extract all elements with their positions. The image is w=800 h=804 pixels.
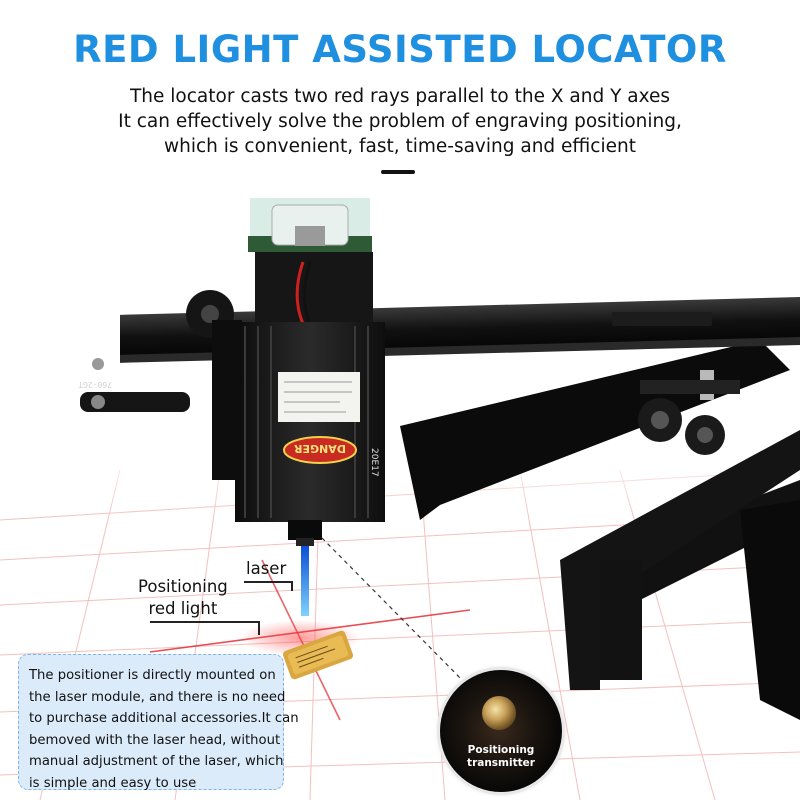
zoom-label: Positioning transmitter bbox=[440, 744, 562, 770]
info-box: The positioner is directly mounted on th… bbox=[18, 654, 299, 791]
svg-text:760-2GT: 760-2GT bbox=[78, 380, 112, 389]
laser-callout-tick bbox=[291, 581, 293, 591]
subtitle-line: The locator casts two red rays parallel … bbox=[130, 86, 670, 107]
zoom-inset: Positioning transmitter bbox=[440, 670, 562, 792]
zoom-label-line2: transmitter bbox=[467, 757, 535, 769]
workpiece bbox=[282, 630, 354, 680]
red-light-callout-line1: Positioning bbox=[138, 577, 228, 596]
info-line: to purchase additional accessories.It ca… bbox=[29, 711, 299, 726]
subtitle-line: It can effectively solve the problem of … bbox=[118, 111, 682, 132]
info-line: The positioner is directly mounted on bbox=[29, 668, 276, 683]
subtitle-line: which is convenient, fast, time-saving a… bbox=[164, 136, 636, 157]
frame-arms bbox=[400, 340, 800, 720]
subtitle: The locator casts two red rays parallel … bbox=[0, 84, 800, 159]
red-light-callout-line bbox=[150, 621, 260, 623]
page-title: RED LIGHT ASSISTED LOCATOR bbox=[73, 28, 727, 71]
zoom-label-line1: Positioning bbox=[467, 744, 535, 756]
red-light-callout-line2: red light bbox=[148, 599, 218, 618]
laser-module: DANGER 20E17 bbox=[212, 198, 385, 546]
divider bbox=[381, 170, 415, 174]
red-light-callout-tick bbox=[258, 621, 260, 635]
laser-beam bbox=[301, 546, 309, 616]
info-line: manual adjustment of the laser, which bbox=[29, 754, 284, 769]
carriage-wheels bbox=[638, 370, 740, 455]
laser-callout: laser bbox=[246, 559, 287, 578]
svg-text:20E17: 20E17 bbox=[369, 448, 379, 477]
transmitter-lens bbox=[482, 696, 516, 730]
info-line: the laser module, and there is no need bbox=[29, 689, 286, 705]
svg-text:DANGER: DANGER bbox=[294, 442, 346, 455]
info-line: bemoved with the laser head, without bbox=[29, 732, 281, 748]
laser-callout-line bbox=[244, 581, 292, 583]
info-line: is simple and easy to use bbox=[29, 775, 197, 791]
red-light-callout: Positioning red light bbox=[138, 576, 228, 620]
